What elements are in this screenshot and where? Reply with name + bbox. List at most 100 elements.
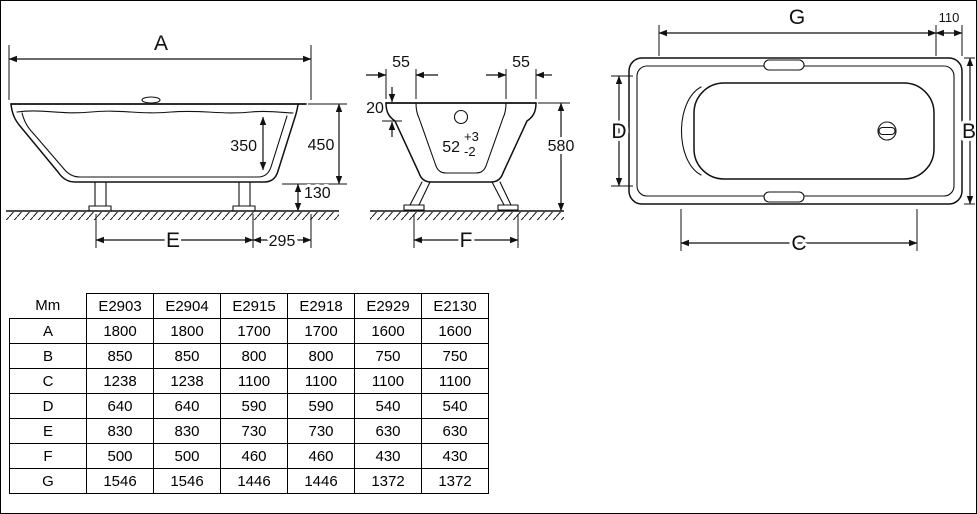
dimension-value-cell: 540 [421,393,489,419]
dimension-value-cell: 1446 [287,468,355,494]
grip-handle-top [763,59,805,71]
dimension-value-cell: 1238 [153,368,221,394]
dim-foot-span-F: F [413,214,519,255]
foot [88,205,112,212]
dimension-value-cell: 850 [153,343,221,369]
dimension-value-cell: 1546 [86,468,154,494]
dimension-value-cell: 590 [220,393,288,419]
dimension-value-cell: 500 [86,443,154,469]
model-header-cell: E2130 [421,293,489,319]
tub-outer-rim [628,57,963,205]
dim-label-350: 350 [230,138,257,155]
dim-overall-width-B: B [959,57,976,205]
tub-inner-bowl [415,102,507,174]
dim-leg-height-130: 130 [294,182,334,212]
dim-label-130: 130 [304,185,331,202]
dim-label-295: 295 [269,233,296,250]
backrest-contour [681,86,702,176]
dim-base-length-C: C [680,209,918,258]
dimension-value-cell: 1800 [86,318,154,344]
dimension-value-cell: 830 [153,418,221,444]
leg [491,181,505,206]
leg [499,181,512,206]
dim-rim-height-450: 450 [282,103,347,185]
overflow-hole [141,96,161,104]
dimension-value-cell: 800 [220,343,288,369]
dimension-value-cell: 640 [86,393,154,419]
bathtub-side-outline [10,96,307,212]
tub-bowl-opening [693,82,935,180]
ground-line [370,210,564,220]
dim-label-55-right: 55 [512,54,530,71]
dimension-value-cell: 730 [287,418,355,444]
dim-label-D: D [611,120,626,143]
dimension-value-cell: 1372 [354,468,422,494]
dimension-value-cell: 590 [287,393,355,419]
dim-label-A: A [154,32,168,55]
dim-rim-thickness-20: 20 [366,87,402,137]
dimension-value-cell: 1100 [220,368,288,394]
bathtub-section-outline [385,102,537,211]
ground-line [6,210,339,220]
end-view-drawing: 55 55 20 52 + [366,54,577,255]
dimension-row-label: B [9,343,87,369]
dim-overall-height-580: 580 [538,102,577,212]
dimension-value-cell: 1238 [86,368,154,394]
dimension-value-cell: 1100 [421,368,489,394]
dimension-value-cell: 750 [421,343,489,369]
dim-label-C: C [791,232,806,255]
foot [232,205,256,212]
ground-hatch [370,212,564,220]
dim-label-G: G [789,6,805,29]
dimension-row-label: C [9,368,87,394]
dim-label-580: 580 [548,138,575,155]
grip-handle-bottom [763,191,805,203]
inner-rim-edge [16,110,294,114]
dimension-row-label: D [9,393,87,419]
model-header-cell: E2915 [220,293,288,319]
drain-hole [453,109,469,125]
dimension-value-cell: 1446 [220,468,288,494]
dim-label-20: 20 [366,100,384,117]
dimension-value-cell: 500 [153,443,221,469]
drain-lever [878,126,896,136]
dimension-value-cell: 430 [421,443,489,469]
dim-overall-length-A: A [8,32,312,100]
dimension-value-cell: 430 [354,443,422,469]
tub-outer-shell [10,103,299,183]
dimension-value-cell: 800 [287,343,355,369]
dimension-value-cell: 630 [421,418,489,444]
dim-rim-lip-left-55: 55 [366,54,438,99]
dimension-value-cell: 1800 [153,318,221,344]
dimension-row-label: F [9,443,87,469]
dimension-value-cell: 1600 [421,318,489,344]
dimension-value-cell: 1372 [421,468,489,494]
model-header-cell: E2903 [86,293,154,319]
dimension-value-cell: 730 [220,418,288,444]
dim-label-55-left: 55 [392,54,410,71]
foot [497,204,519,211]
dimension-value-cell: 1700 [287,318,355,344]
dim-label-F: F [460,229,473,252]
unit-header-cell: Mm [9,293,87,319]
leg [418,181,431,206]
foot [403,204,425,211]
drain-tolerance-minus: -2 [464,144,476,159]
dimension-value-cell: 750 [354,343,422,369]
dimension-value-cell: 850 [86,343,154,369]
dimension-value-cell: 640 [153,393,221,419]
ground-hatch [6,212,339,220]
drain-tolerance-plus: +3 [464,129,479,144]
dim-end-margin-110: 110 [935,10,963,56]
dimension-value-cell: 630 [354,418,422,444]
bathtub-plan-outline [628,57,963,205]
dimension-value-cell: 1600 [354,318,422,344]
dimension-value-cell: 1546 [153,468,221,494]
